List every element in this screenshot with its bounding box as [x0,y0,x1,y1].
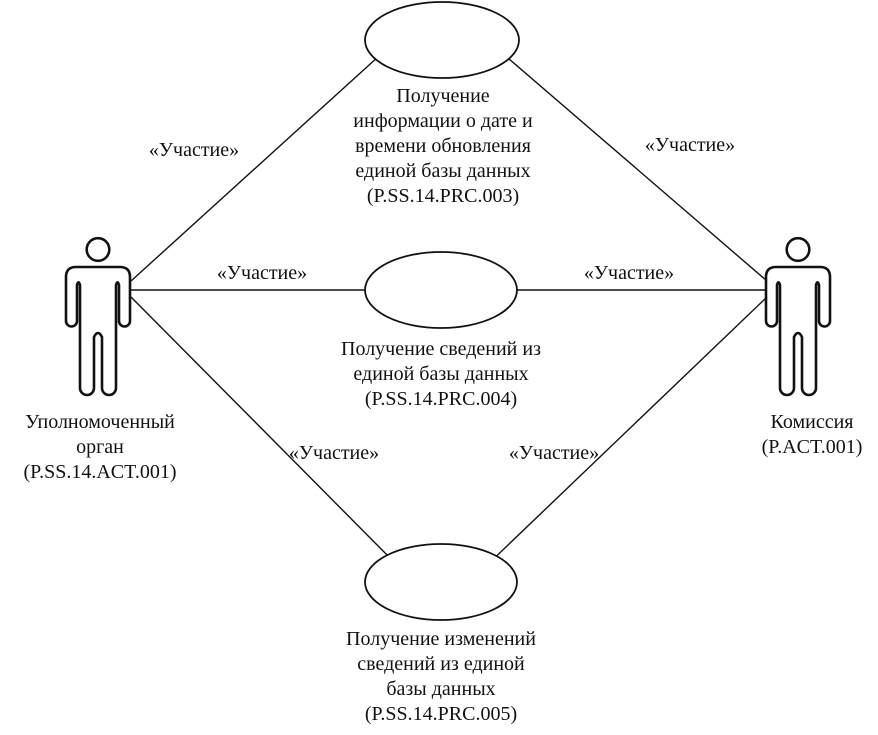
edge-label-right-middle: «Участие» [583,262,675,284]
edge-right-bottom [483,296,768,569]
usecase-label-line: Получение сведений из [341,338,541,360]
actor-authorized-body-icon [64,236,132,397]
usecase-label-bottom: Получение изменений сведений из единой б… [311,627,571,727]
usecase-label-line: (P.SS.14.PRC.003) [366,185,520,207]
usecase-label-line: сведений из единой [357,653,525,675]
usecase-ellipse-top [364,1,520,79]
edge-left-top [130,45,391,282]
usecase-label-line: Получение [396,85,490,107]
edge-left-bottom [130,296,401,569]
edge-label-right-bottom: «Участие» [508,442,600,464]
actor-commission-icon [764,236,832,397]
edge-label-left-top: «Участие» [148,139,240,161]
edge-label-left-bottom: «Участие» [288,442,380,464]
usecase-label-line: единой базы данных [355,160,531,182]
usecase-ellipse-bottom [364,543,518,621]
actor-commission-label: Комиссия (P.ACT.001) [737,410,878,460]
edge-right-top [493,45,768,282]
actor-label-line: (P.SS.14.ACT.001) [23,461,177,483]
actor-label-line: Комиссия [770,411,854,433]
actor-authorized-body-label: Уполномоченный орган (P.SS.14.ACT.001) [2,410,198,485]
usecase-label-line: базы данных [386,678,496,700]
usecase-label-line: информации о дате и [353,110,533,132]
actor-label-line: орган [76,436,124,458]
usecase-label-middle: Получение сведений из единой базы данных… [311,337,571,412]
actor-label-line: (P.ACT.001) [761,436,863,458]
edge-label-right-top: «Участие» [644,134,736,156]
usecase-ellipse-middle [364,251,518,329]
actor-label-line: Уполномоченный [25,411,175,433]
edge-label-left-middle: «Участие» [216,262,308,284]
usecase-label-line: единой базы данных [353,363,529,385]
usecase-label-line: (P.SS.14.PRC.005) [364,703,518,725]
usecase-label-line: (P.SS.14.PRC.004) [364,388,518,410]
usecase-label-top: Получение информации о дате и времени об… [313,84,573,209]
usecase-label-line: времени обновления [355,135,531,157]
usecase-label-line: Получение изменений [346,628,536,650]
